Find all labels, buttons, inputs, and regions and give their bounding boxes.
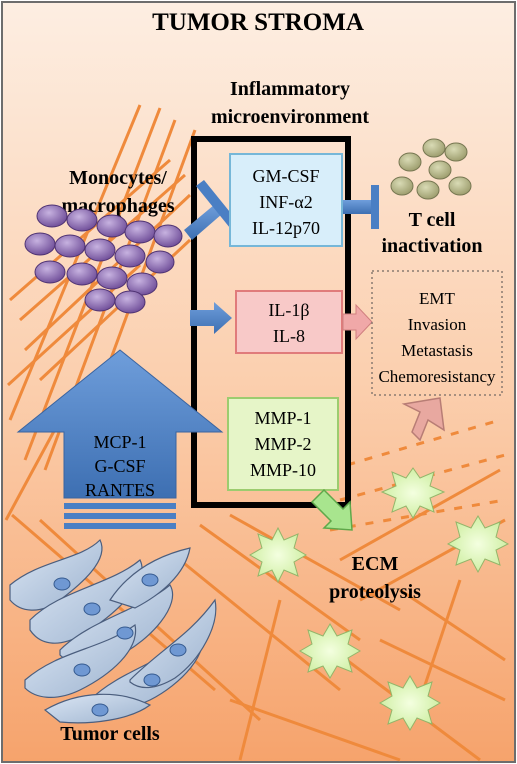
effect-chemoresistancy: Chemoresistancy <box>378 367 496 386</box>
inhibition-arrow-monocytes <box>184 180 238 240</box>
cytokine-box-il <box>235 290 343 354</box>
arrow-stripe-3 <box>64 523 176 529</box>
tumor-cell-nuclei <box>53 573 187 717</box>
stromal-fibers-dashed <box>329 418 506 532</box>
chemokine-mcp1: MCP-1 <box>93 432 146 452</box>
proteolysis-bursts <box>249 467 510 731</box>
cytokine-inf-a2: INF-α2 <box>259 192 312 212</box>
arrow-up-to-effects <box>401 397 445 442</box>
monocyte-cluster <box>24 204 183 314</box>
monocytes-label-line1: Monocytes/ <box>69 167 167 189</box>
ecm-label-line1: ECM <box>352 553 399 575</box>
tumor-cells-label: Tumor cells <box>60 723 160 745</box>
cytokine-box-gmcsf <box>229 153 343 247</box>
effect-invasion: Invasion <box>408 315 467 334</box>
inflammatory-label-line1: Inflammatory <box>230 78 350 100</box>
tcell-label-line2: inactivation <box>381 235 482 257</box>
chemokine-gcsf: G-CSF <box>94 456 145 476</box>
tcell-label-line1: T cell <box>409 209 456 231</box>
protease-mmp10: MMP-10 <box>250 460 316 480</box>
chemokine-rantes: RANTES <box>85 480 155 500</box>
effect-metastasis: Metastasis <box>401 341 473 360</box>
inhibition-arrow-tcell <box>343 185 379 229</box>
effects-box <box>371 270 503 396</box>
ecm-label-line2: proteolysis <box>329 581 421 603</box>
cytokine-il8: IL-8 <box>273 326 305 346</box>
arrow-to-ecm <box>310 488 353 531</box>
arrow-to-effects <box>342 303 373 341</box>
cytokine-il12p70: IL-12p70 <box>252 218 320 238</box>
cytokine-gmcsf: GM-CSF <box>252 166 319 186</box>
diagram-title: TUMOR STROMA <box>152 9 364 36</box>
arrow-stripe-1 <box>64 503 176 509</box>
arrow-to-il-box <box>190 302 232 334</box>
effect-emt: EMT <box>419 289 456 308</box>
tcell-cluster <box>390 138 472 200</box>
inflammatory-label-line2: microenvironment <box>211 106 369 128</box>
secretion-up-arrow <box>16 349 224 499</box>
protease-mmp2: MMP-2 <box>254 434 311 454</box>
cytokine-il1b: IL-1β <box>268 300 309 320</box>
arrow-stripe-2 <box>64 513 176 519</box>
protease-box-mmp <box>227 397 339 491</box>
protease-mmp1: MMP-1 <box>254 408 311 428</box>
